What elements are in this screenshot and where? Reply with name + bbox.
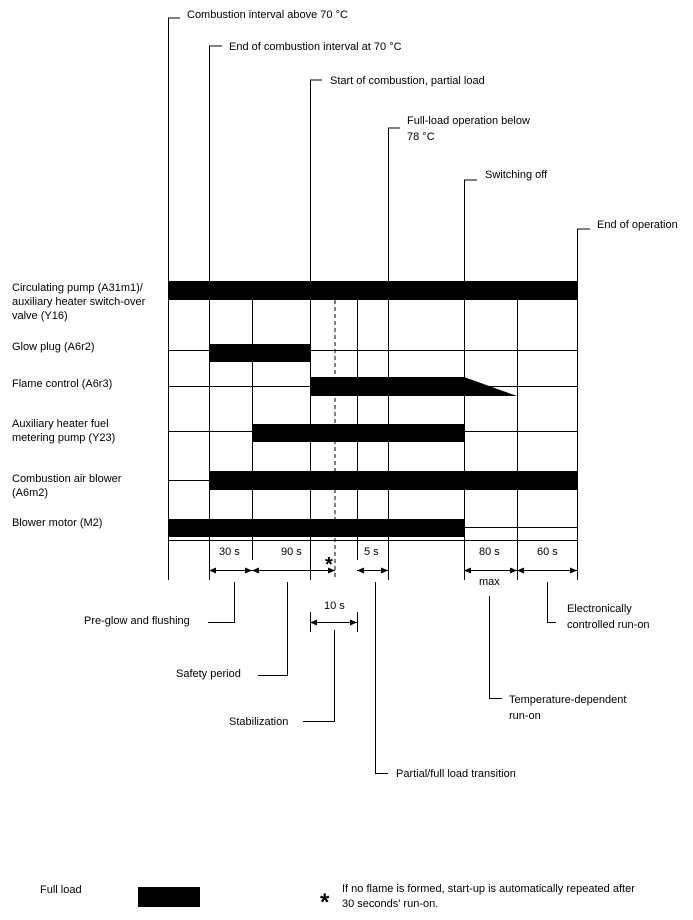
event-line-switching-off <box>464 179 477 580</box>
phase-temperature-dependent: Temperature-dependent run-on <box>509 694 629 722</box>
event-label-combustion-above-70: Combustion interval above 70 °C <box>187 9 348 21</box>
duration-10s: 10 s <box>324 600 345 612</box>
bar-circulating-pump <box>168 281 577 300</box>
bar-blower-motor <box>168 519 464 537</box>
event-label-full-load: Full-load operation below 78 °C <box>407 115 533 143</box>
row-label-blower-motor: Blower motor (M2) <box>12 517 102 529</box>
bar-flame-control <box>310 377 517 396</box>
legend-full-load-swatch <box>138 887 200 907</box>
phase-partial-full-transition: Partial/full load transition <box>396 768 516 780</box>
phase-leader-lines <box>208 582 556 774</box>
event-label-start-combustion: Start of combustion, partial load <box>330 75 485 87</box>
duration-30s: 30 s <box>219 546 240 558</box>
phase-pre-glow: Pre-glow and flushing <box>84 615 190 627</box>
duration-80s: 80 s <box>479 546 500 558</box>
event-line-combustion-above-70 <box>168 17 180 580</box>
event-line-end-operation <box>577 228 590 580</box>
row-label-combustion-air-blower: Combustion air blower (A6m2) <box>12 473 125 499</box>
full-load-bars <box>168 281 577 537</box>
bar-combustion-air-blower <box>209 471 577 490</box>
event-label-end-operation: End of operation <box>597 219 678 231</box>
phase-stabilization: Stabilization <box>229 716 288 728</box>
duration-arrows <box>209 567 577 632</box>
duration-max: max <box>479 576 500 588</box>
bar-fuel-metering-pump <box>252 424 464 442</box>
event-line-start-combustion <box>310 79 322 580</box>
event-label-full-load-line1: Full-load operation below <box>407 115 530 127</box>
asterisk-marker: * <box>325 554 333 576</box>
legend-asterisk: * <box>320 889 330 916</box>
row-label-circulating-pump: Circulating pump (A31m1)/ auxiliary heat… <box>12 282 148 322</box>
legend-note: If no flame is formed, start-up is autom… <box>342 883 638 910</box>
event-label-end-combustion-70: End of combustion interval at 70 °C <box>229 41 402 53</box>
duration-5s: 5 s <box>364 546 379 558</box>
row-label-glow-plug: Glow plug (A6r2) <box>12 341 95 353</box>
row-label-fuel-metering-pump: Auxiliary heater fuel metering pump (Y23… <box>12 418 115 444</box>
event-label-switching-off: Switching off <box>485 169 548 181</box>
duration-90s: 90 s <box>281 546 302 558</box>
legend-full-load-label: Full load <box>40 884 82 896</box>
phase-safety-period: Safety period <box>176 668 241 680</box>
event-label-full-load-line2: 78 °C <box>407 131 435 143</box>
duration-60s: 60 s <box>537 546 558 558</box>
bar-glow-plug <box>209 344 310 362</box>
phase-electronically-controlled: Electronically controlled run-on <box>567 603 650 631</box>
event-line-end-combustion-70 <box>209 45 222 580</box>
row-label-flame-control: Flame control (A6r3) <box>12 378 112 390</box>
event-line-full-load <box>388 127 400 580</box>
